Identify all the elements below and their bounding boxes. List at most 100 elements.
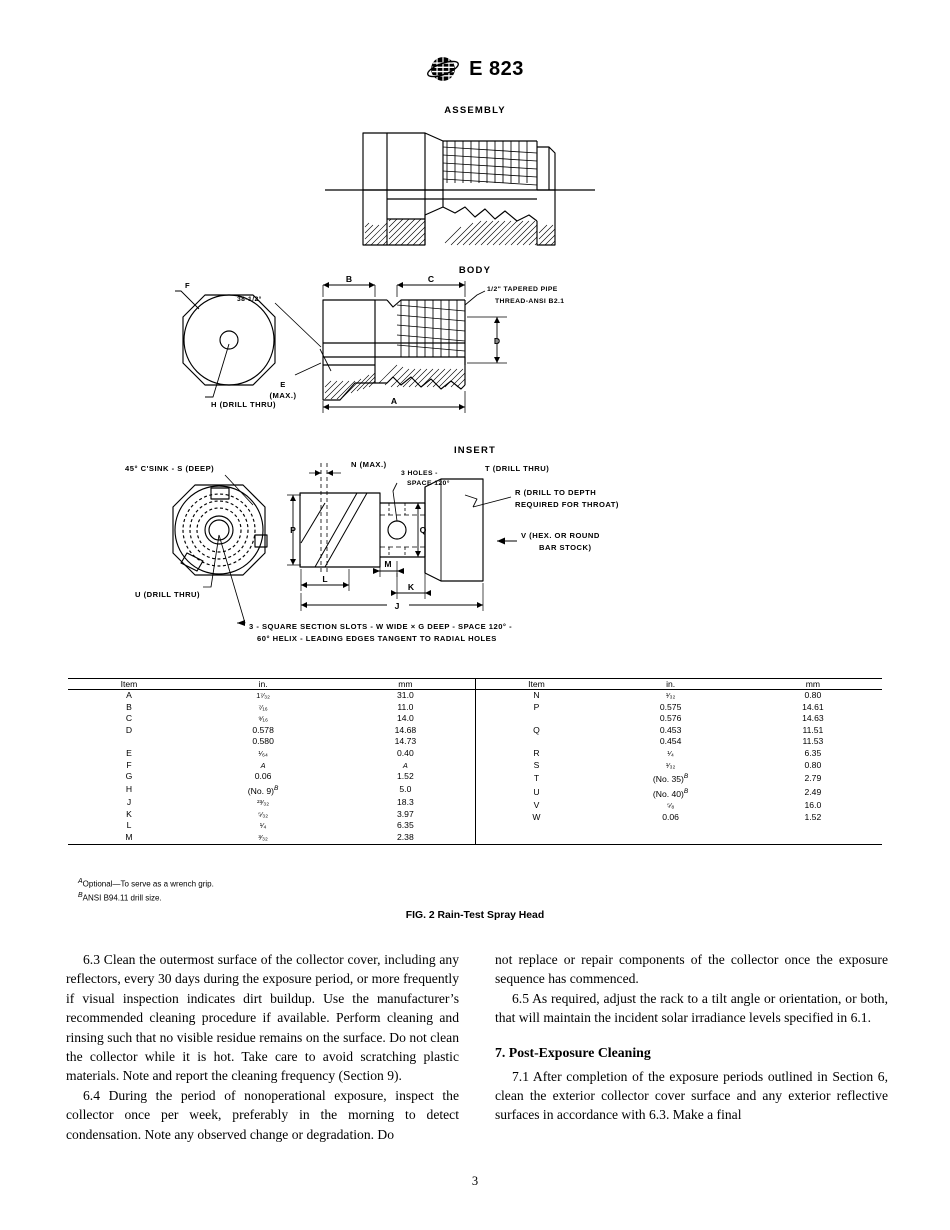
insert-label-R-2: REQUIRED FOR THROAT) bbox=[515, 500, 619, 509]
cell-mm: 14.61 bbox=[802, 701, 824, 712]
cell-item: D bbox=[125, 724, 133, 735]
cell-item: J bbox=[126, 797, 132, 808]
table-row: G 0.06 1.52 bbox=[68, 771, 475, 783]
table-row: 0.454 11.53 bbox=[476, 736, 883, 748]
cell-inches: A bbox=[260, 760, 266, 770]
cell-inches: 0.575 bbox=[659, 701, 682, 712]
cell-inches: ¹⁄₄ bbox=[259, 821, 267, 831]
body-dim-C: C bbox=[428, 274, 434, 284]
header-in-right: in. bbox=[666, 679, 676, 689]
cell-item: K bbox=[126, 808, 132, 819]
right-column: not replace or repair components of the … bbox=[495, 950, 888, 1144]
cell-inches: ²³⁄₃₂ bbox=[257, 798, 270, 808]
page-header: E 823 bbox=[0, 52, 950, 86]
cell-inches: 0.06 bbox=[254, 771, 272, 782]
body-dim-B: B bbox=[346, 274, 352, 284]
assembly-title: ASSEMBLY bbox=[444, 105, 506, 116]
cell-item: G bbox=[125, 771, 133, 782]
cell-mm: 14.63 bbox=[802, 713, 824, 724]
table-header-row-left: Item in. mm bbox=[68, 679, 475, 689]
insert-title: INSERT bbox=[454, 445, 496, 456]
cell-inches: 0.06 bbox=[662, 811, 679, 822]
table-bottom-rule bbox=[68, 843, 882, 845]
insert-slots-note-1: 3 - SQUARE SECTION SLOTS - W WIDE × G DE… bbox=[249, 622, 512, 631]
body-label-H: H (DRILL THRU) bbox=[211, 400, 276, 409]
cell-item: B bbox=[126, 701, 132, 712]
insert-label-V-2: BAR STOCK) bbox=[539, 543, 592, 552]
footnote: AOptional—To serve as a wrench grip. bbox=[78, 878, 214, 889]
body-title: BODY bbox=[459, 265, 491, 276]
cell-item: F bbox=[126, 759, 132, 770]
cell-mm: 14.68 bbox=[394, 724, 417, 735]
cell-item bbox=[476, 736, 598, 748]
cell-mm: 16.0 bbox=[804, 800, 822, 811]
cell-inches: 1⁷⁄₃₂ bbox=[256, 691, 270, 700]
header-mm-right: mm bbox=[805, 679, 821, 689]
insert-dim-L: L bbox=[322, 574, 327, 584]
body-label-E: E bbox=[280, 380, 286, 389]
cell-inches: ⁵⁄₈ bbox=[666, 801, 675, 811]
table-footnotes: AOptional—To serve as a wrench grip. BANS… bbox=[78, 876, 214, 905]
cell-mm: 11.0 bbox=[397, 701, 414, 712]
standard-number: E 823 bbox=[469, 57, 524, 80]
cell-mm: 6.35 bbox=[397, 820, 414, 831]
header-item-left: Item bbox=[120, 679, 138, 689]
cell-inches: (No. 35)B bbox=[652, 773, 689, 785]
cell-mm: 18.3 bbox=[397, 797, 414, 808]
cell-item bbox=[476, 713, 598, 725]
cell-mm: 0.40 bbox=[397, 747, 414, 758]
table-row: D 0.578 14.68 bbox=[68, 725, 475, 737]
cell-item: N bbox=[533, 690, 540, 700]
cell-mm: 31.0 bbox=[397, 690, 414, 700]
cell-mm: 11.53 bbox=[802, 736, 824, 747]
table-row: V ⁵⁄₈ 16.0 bbox=[476, 800, 883, 812]
insert-dim-K: K bbox=[408, 582, 415, 592]
cell-mm: 11.51 bbox=[802, 724, 824, 735]
cell-mm: 6.35 bbox=[804, 747, 822, 758]
insert-dim-Q: Q bbox=[420, 525, 427, 535]
cell-inches: ¹⁄₃₂ bbox=[665, 691, 676, 700]
paragraph-6-4-continued: not replace or repair components of the … bbox=[495, 952, 888, 987]
insert-label-R-1: R (DRILL TO DEPTH bbox=[515, 488, 596, 497]
cell-item: V bbox=[533, 800, 540, 811]
cell-item: P bbox=[533, 701, 540, 712]
cell-item: T bbox=[533, 772, 540, 783]
cell-mm: 1.52 bbox=[397, 771, 414, 782]
insert-dim-P: P bbox=[290, 525, 296, 535]
cell-mm: A bbox=[402, 760, 408, 770]
cell-item: R bbox=[533, 747, 540, 758]
insert-label-T: T (DRILL THRU) bbox=[485, 464, 549, 473]
cell-item: U bbox=[533, 787, 540, 798]
cell-item bbox=[68, 736, 190, 748]
cell-item: W bbox=[532, 811, 541, 822]
cell-item: A bbox=[126, 690, 132, 700]
cell-inches: 0.578 bbox=[252, 724, 274, 735]
body-label-F: F bbox=[185, 281, 190, 290]
header-in-left: in. bbox=[258, 679, 268, 689]
body-dim-D: D bbox=[494, 336, 500, 346]
cell-inches: (No. 40)B bbox=[652, 787, 689, 799]
cell-inches: 0.454 bbox=[659, 736, 682, 747]
cell-inches: ¹⁄₆₄ bbox=[258, 748, 268, 758]
body-label-E-max: (MAX.) bbox=[269, 391, 296, 400]
insert-slots-note-2: 60° HELIX - LEADING EDGES TANGENT TO RAD… bbox=[257, 634, 497, 643]
table-left: Item in. mm bbox=[68, 679, 475, 689]
page-number: 3 bbox=[471, 1174, 479, 1188]
body-thread-note-2: THREAD-ANSI B2.1 bbox=[495, 298, 564, 305]
header-item-right: Item bbox=[528, 679, 545, 689]
footnote: BANSI B94.11 drill size. bbox=[78, 892, 162, 903]
